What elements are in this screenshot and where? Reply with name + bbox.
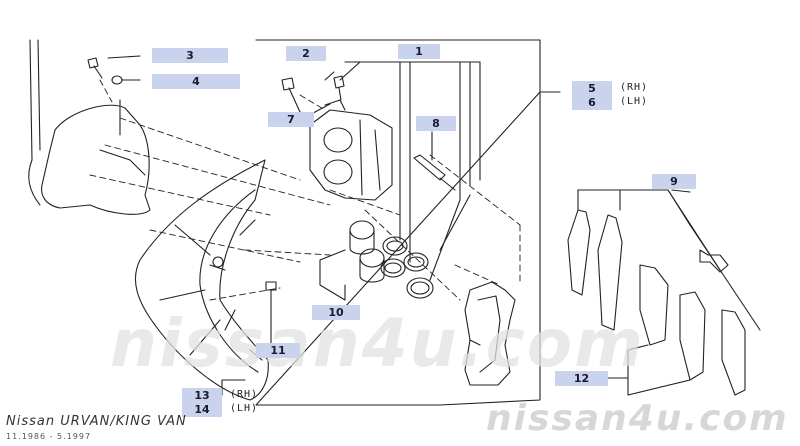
bolt-3-washer-4 — [87, 55, 141, 85]
part-label-11[interactable]: 11 — [256, 343, 300, 358]
side-label-6: (LH) — [620, 96, 649, 107]
pad-kit-frame — [577, 189, 761, 331]
watermark-small: nissan4u.com — [486, 398, 789, 439]
mounting-bracket — [41, 99, 151, 215]
side-label-5: (RH) — [620, 82, 649, 93]
seal-rings — [380, 236, 434, 299]
slide-pin-8 — [413, 154, 456, 191]
part-label-10[interactable]: 10 — [312, 305, 360, 320]
part-label-4[interactable]: 4 — [152, 74, 240, 89]
disc-shield — [134, 159, 269, 401]
vehicle-title: Nissan URVAN/KING VAN — [6, 414, 187, 429]
part-label-9[interactable]: 9 — [652, 174, 696, 189]
part-label-6[interactable]: 6 — [572, 95, 612, 110]
side-label-14: (LH) — [230, 403, 259, 414]
part-label-5[interactable]: 5 — [572, 81, 612, 96]
pad-shims — [567, 209, 746, 396]
part-label-7[interactable]: 7 — [268, 112, 314, 127]
part-label-8[interactable]: 8 — [416, 116, 456, 131]
projection-lines — [89, 79, 521, 301]
leader-lines-12 — [607, 344, 691, 396]
production-dates: 11.1986 - 5.1997 — [6, 432, 92, 441]
part-label-3[interactable]: 3 — [152, 48, 228, 63]
steering-knuckle-outline — [28, 39, 41, 206]
part-label-13[interactable]: 13 — [182, 388, 222, 403]
caliper-body — [309, 99, 393, 201]
watermark-large: nissan4u.com — [110, 305, 645, 382]
leader-bracket-10 — [319, 91, 546, 301]
part-label-2[interactable]: 2 — [286, 46, 326, 61]
pistons-10 — [349, 220, 385, 283]
part-label-1[interactable]: 1 — [398, 44, 440, 59]
part-label-12[interactable]: 12 — [555, 371, 608, 386]
screw-11 — [265, 281, 277, 331]
leader-lines-1 — [339, 61, 481, 281]
bleeder-2 — [324, 71, 345, 101]
leader-line-9 — [671, 189, 691, 193]
part-label-14[interactable]: 14 — [182, 402, 222, 417]
side-label-13: (RH) — [230, 389, 259, 400]
torque-member — [464, 281, 516, 386]
caliper-assembly-frame — [255, 39, 561, 406]
leader-lines-13 — [221, 379, 246, 396]
